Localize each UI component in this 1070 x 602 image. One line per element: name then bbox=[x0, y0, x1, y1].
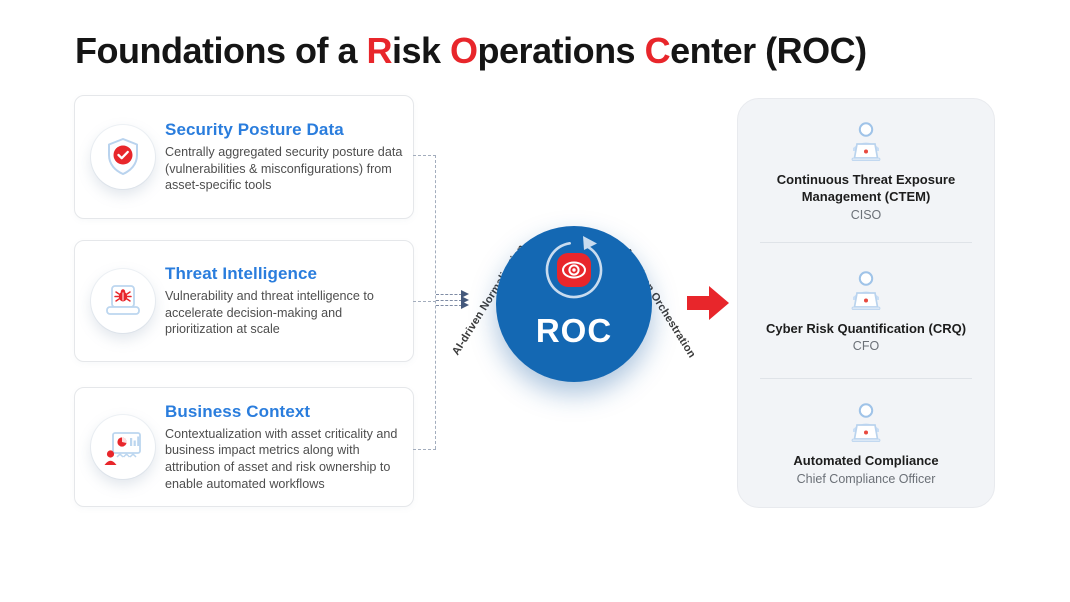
bug-laptop-icon bbox=[91, 269, 155, 333]
person-laptop-icon bbox=[851, 270, 881, 310]
title-segment: R bbox=[366, 30, 392, 71]
connector-card1 bbox=[413, 155, 436, 156]
outcome-title: Automated Compliance bbox=[793, 453, 939, 469]
card-text: Threat Intelligence Vulnerability and th… bbox=[165, 264, 405, 338]
eye-cycle-icon bbox=[545, 236, 603, 299]
card-business-context: Business Context Contextualization with … bbox=[74, 387, 414, 507]
outcome-title: Cyber Risk Quantification (CRQ) bbox=[765, 320, 967, 336]
outcome-item-crq: Cyber Risk Quantification (CRQ) CFO bbox=[738, 243, 994, 379]
card-title: Threat Intelligence bbox=[165, 264, 318, 284]
outcome-role: CISO bbox=[850, 207, 882, 222]
card-text: Security Posture Data Centrally aggregat… bbox=[165, 120, 405, 194]
outcome-title: Continuous Threat Exposure Management (C… bbox=[776, 171, 956, 204]
shield-check-icon bbox=[91, 125, 155, 189]
merge-arrowhead-icon bbox=[461, 290, 469, 298]
presentation-person-icon bbox=[91, 415, 155, 479]
card-description: Vulnerability and threat intelligence to… bbox=[165, 289, 374, 337]
title-segment: C bbox=[644, 30, 671, 71]
person-laptop-icon bbox=[851, 122, 881, 161]
card-security-posture-data: Security Posture Data Centrally aggregat… bbox=[74, 95, 414, 219]
panel-divider bbox=[760, 241, 972, 243]
title-segment: isk bbox=[391, 30, 451, 71]
title-segment: enter (ROC) bbox=[670, 30, 867, 71]
outcomes-panel: Continuous Threat Exposure Management (C… bbox=[737, 98, 995, 508]
card-text: Business Context Contextualization with … bbox=[165, 402, 405, 492]
connector-vertical bbox=[435, 155, 436, 449]
title-segment: perations bbox=[477, 30, 645, 71]
panel-divider bbox=[760, 378, 972, 380]
card-title: Security Posture Data bbox=[165, 120, 344, 140]
outcome-role: CFO bbox=[852, 339, 880, 354]
connector-merge-line bbox=[436, 299, 462, 301]
card-title: Business Context bbox=[165, 401, 311, 421]
merge-arrowhead-icon bbox=[461, 301, 469, 309]
outcome-role: Chief Compliance Officer bbox=[796, 472, 936, 487]
connector-card2 bbox=[413, 301, 436, 302]
arrow-right-icon bbox=[687, 286, 729, 320]
card-description: Contextualization with asset criticality… bbox=[165, 426, 398, 491]
person-laptop-icon bbox=[851, 403, 881, 443]
title-segment: Foundations of a bbox=[75, 30, 367, 71]
roc-circle: ROC bbox=[496, 226, 652, 382]
connector-merge-line bbox=[436, 294, 462, 295]
roc-label: ROC bbox=[535, 312, 613, 349]
outcome-item-automated-compliance: Automated Compliance Chief Compliance Of… bbox=[738, 379, 994, 507]
merge-arrowhead-icon bbox=[461, 295, 469, 304]
card-threat-intelligence: Threat Intelligence Vulnerability and th… bbox=[74, 240, 414, 362]
connector-merge-line bbox=[436, 305, 462, 306]
page-title: Foundations of a Risk Operations Center … bbox=[75, 30, 867, 72]
title-segment: O bbox=[450, 30, 478, 71]
connector-card3 bbox=[413, 449, 436, 450]
card-description: Centrally aggregated security posture da… bbox=[165, 145, 403, 193]
outcome-item-ctem: Continuous Threat Exposure Management (C… bbox=[738, 99, 994, 242]
